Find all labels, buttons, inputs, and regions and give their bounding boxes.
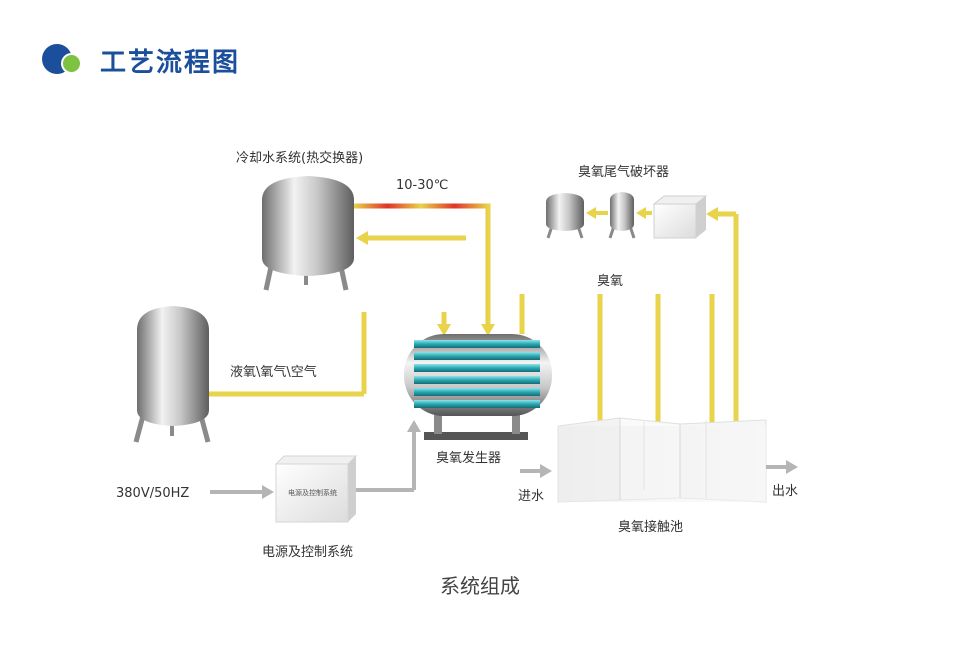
gas-feed-pipe bbox=[209, 309, 451, 397]
destructor-tank-1 bbox=[546, 193, 584, 239]
cooling-system-label: 冷却水系统(热交换器) bbox=[236, 151, 364, 166]
power-arrow bbox=[210, 485, 274, 499]
control-box-text: 电源及控制系统 bbox=[288, 489, 337, 497]
ozone-label: 臭氧 bbox=[597, 274, 624, 289]
outlet-label: 出水 bbox=[772, 484, 799, 499]
control-box bbox=[274, 455, 358, 523]
diagram-caption: 系统组成 bbox=[440, 574, 520, 598]
company-logo bbox=[42, 42, 86, 78]
inlet-label: 进水 bbox=[518, 489, 545, 504]
gas-source-tank bbox=[133, 306, 211, 443]
destructor-arrows bbox=[586, 207, 652, 219]
header: 工艺流程图 bbox=[42, 40, 240, 80]
destructor-box bbox=[652, 195, 708, 239]
control-to-generator-arrow bbox=[356, 420, 421, 492]
ozone-generator bbox=[404, 334, 552, 440]
cooling-tank bbox=[262, 176, 354, 291]
contact-pool bbox=[557, 417, 767, 503]
destructor-label: 臭氧尾气破坏器 bbox=[578, 165, 670, 180]
generator-label: 臭氧发生器 bbox=[436, 451, 502, 466]
power-label: 380V/50HZ bbox=[116, 486, 190, 501]
page-title: 工艺流程图 bbox=[100, 47, 241, 78]
control-label: 电源及控制系统 bbox=[262, 545, 354, 560]
outlet-arrow bbox=[766, 460, 798, 474]
generator-tubes bbox=[414, 340, 540, 408]
temperature-label: 10-30℃ bbox=[396, 178, 449, 193]
gas-source-label: 液氧\氧气\空气 bbox=[230, 365, 317, 380]
cooling-pipes bbox=[354, 203, 495, 340]
destructor-tank-2 bbox=[608, 192, 636, 239]
inlet-arrow bbox=[520, 464, 552, 478]
ozone-pipes bbox=[519, 207, 739, 450]
pool-label: 臭氧接触池 bbox=[618, 520, 684, 535]
